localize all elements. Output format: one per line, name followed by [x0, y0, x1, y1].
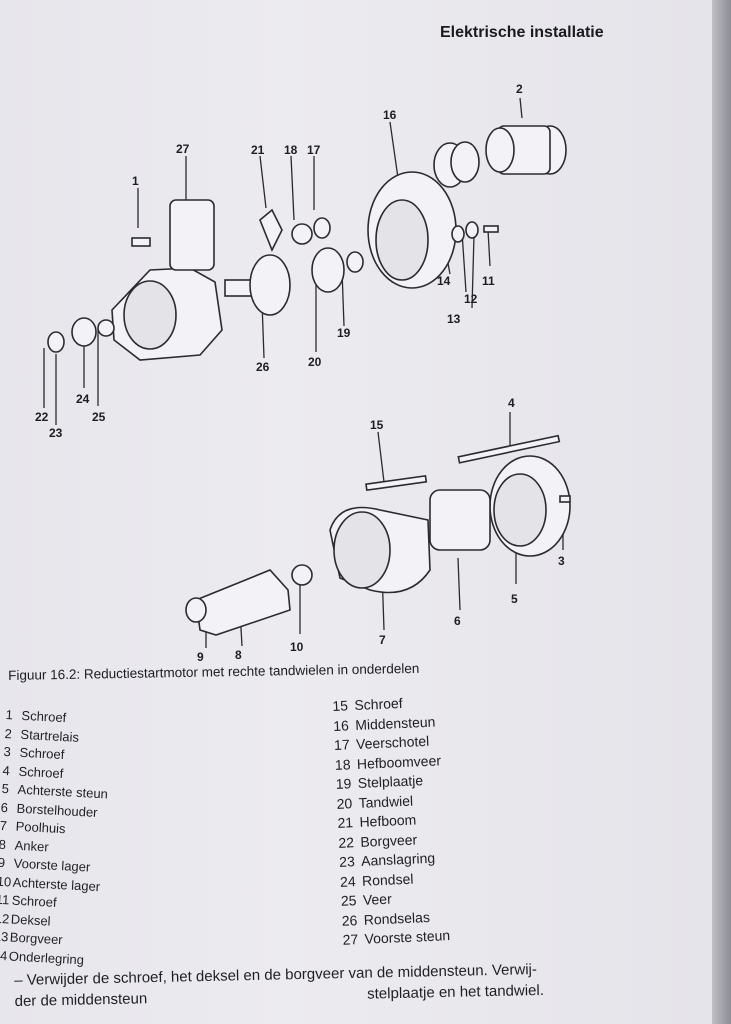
- callout-19: 19: [337, 326, 351, 340]
- callout-3: 3: [558, 554, 565, 568]
- callout-14: 14: [437, 274, 451, 288]
- page-edge: [712, 0, 731, 1024]
- callout-7: 7: [379, 633, 386, 647]
- callout-23: 23: [49, 426, 63, 440]
- callout-13: 13: [447, 312, 461, 326]
- page-header: Elektrische installatie: [440, 24, 604, 41]
- callout-20: 20: [308, 355, 322, 369]
- callout-26: 26: [256, 360, 270, 374]
- callout-16: 16: [383, 108, 397, 122]
- callout-4: 4: [508, 396, 515, 410]
- callout-2: 2: [516, 82, 523, 96]
- manual-page: Elektrische installatie: [0, 0, 712, 1024]
- exploded-view-figure: 1 2 3 4 5 6 7 8 9 10 11 12 13 14 15 16 1…: [10, 70, 670, 670]
- starter-motor-drawing: [43, 97, 571, 648]
- callout-12: 12: [464, 292, 478, 306]
- callout-21: 21: [251, 143, 265, 157]
- callout-27: 27: [176, 142, 190, 156]
- callout-17: 17: [307, 143, 321, 157]
- callout-5: 5: [511, 592, 518, 606]
- callout-25: 25: [92, 410, 106, 424]
- callout-6: 6: [454, 614, 461, 628]
- callout-11: 11: [482, 274, 495, 288]
- instruction-text: – Verwijder de schroef, het deksel en de…: [14, 957, 655, 1012]
- callout-24: 24: [76, 392, 90, 406]
- callout-10: 10: [290, 640, 304, 654]
- callout-15: 15: [370, 418, 384, 432]
- callout-18: 18: [284, 143, 298, 157]
- callout-1: 1: [132, 174, 139, 188]
- callout-8: 8: [235, 648, 242, 662]
- callout-9: 9: [197, 650, 204, 664]
- callout-22: 22: [35, 410, 49, 424]
